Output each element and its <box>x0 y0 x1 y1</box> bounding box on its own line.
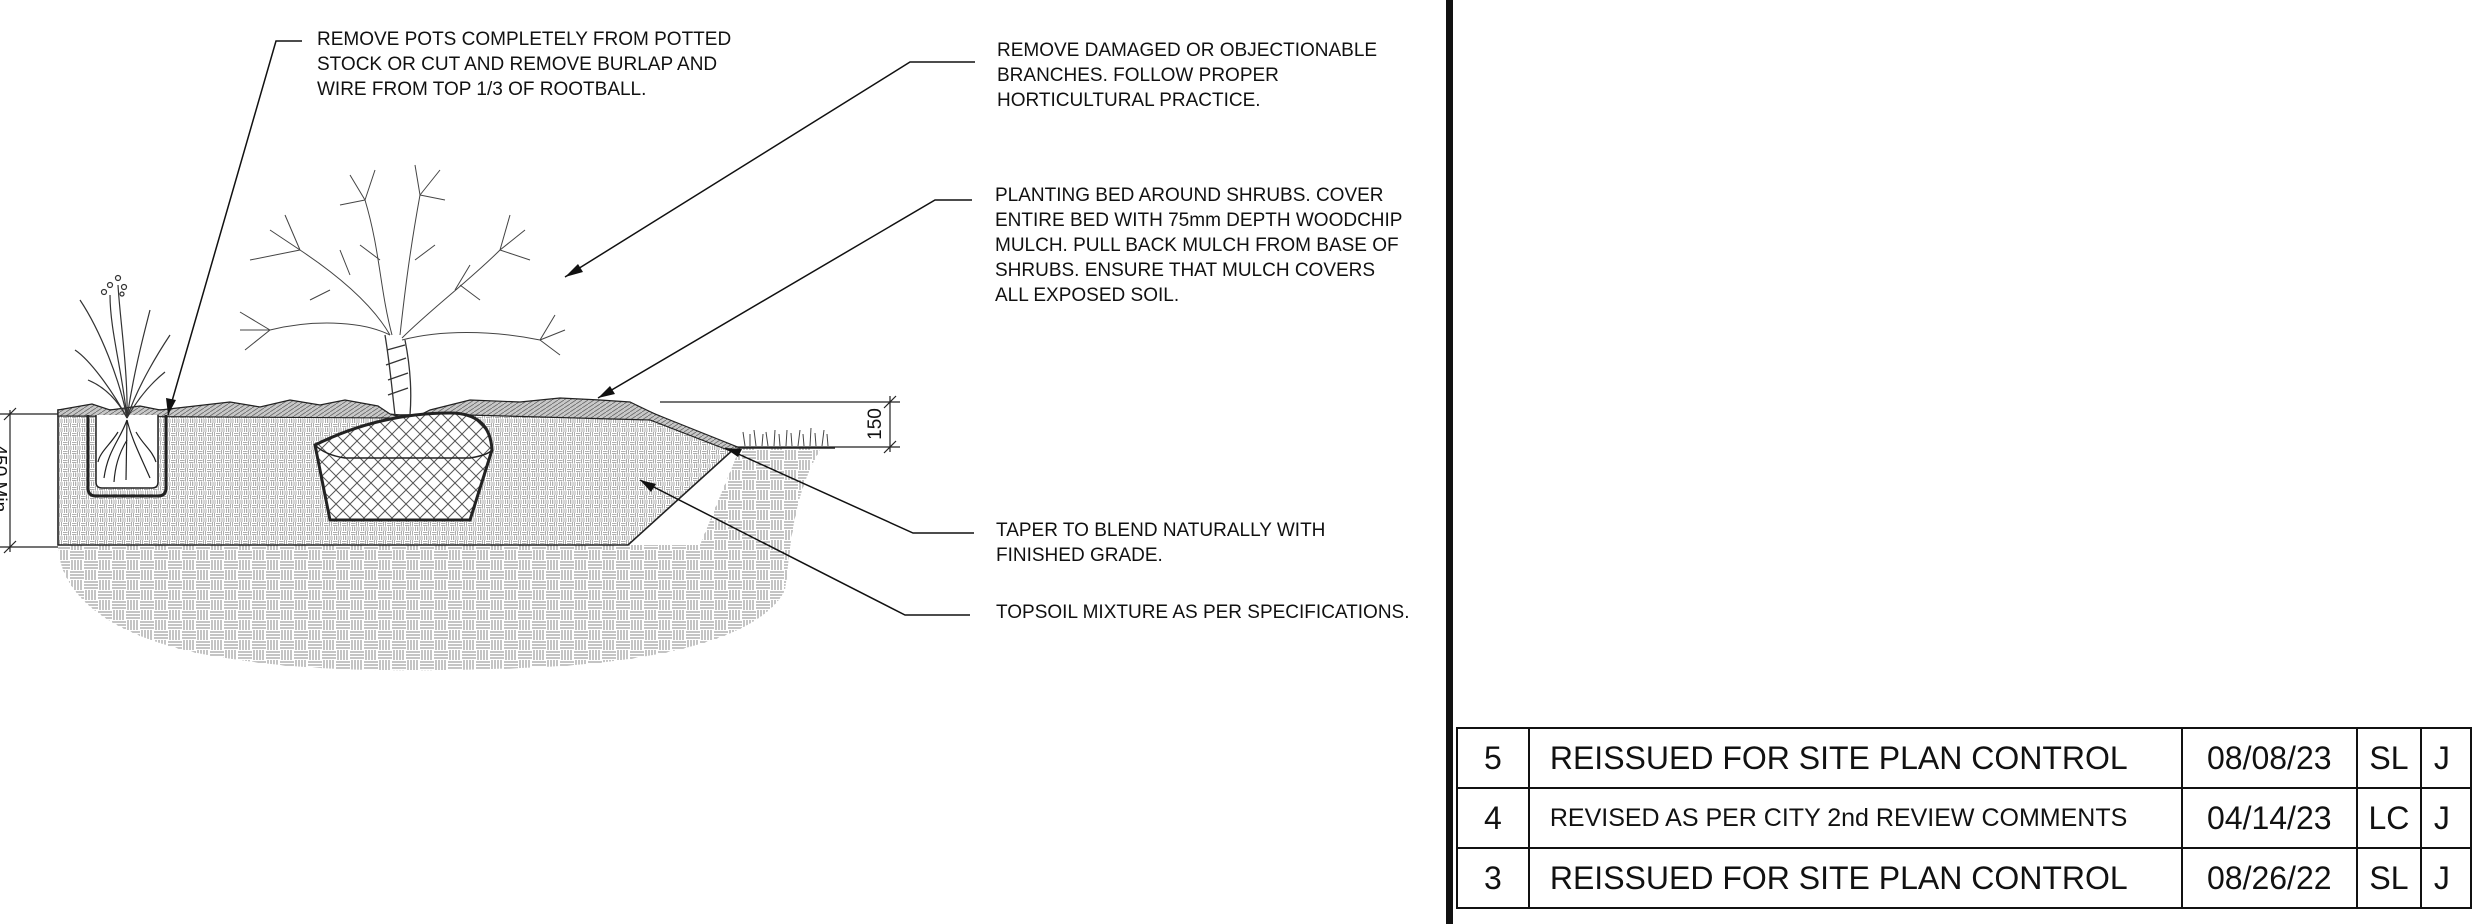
title-block-border <box>1446 0 1453 924</box>
rootball <box>313 411 494 522</box>
note-topsoil: TOPSOIL MIXTURE AS PER SPECIFICATIONS. <box>996 602 1410 623</box>
table-row: 4 REVISED AS PER CITY 2nd REVIEW COMMENT… <box>1456 787 2472 849</box>
mulch-depth-dimension <box>660 395 900 454</box>
revision-date: 08/08/23 <box>2180 727 2358 789</box>
perennial-plant-icon <box>74 274 171 419</box>
revision-description: REISSUED FOR SITE PLAN CONTROL <box>1527 727 2183 789</box>
roots-icon <box>97 419 157 483</box>
bed-depth-dimension <box>0 407 58 554</box>
revision-by: SL <box>2355 727 2422 789</box>
subgrade-soil <box>58 448 820 671</box>
revision-checked: J <box>2419 727 2472 789</box>
revision-date: 04/14/23 <box>2180 787 2358 849</box>
leader-arrowheads <box>166 264 742 492</box>
mulch-depth-label: 150 <box>864 408 886 440</box>
revision-number: 3 <box>1456 847 1530 909</box>
revision-by: LC <box>2355 787 2422 849</box>
table-row: 3 REISSUED FOR SITE PLAN CONTROL 08/26/2… <box>1456 847 2472 909</box>
revision-date: 08/26/22 <box>2180 847 2358 909</box>
leader-lines <box>167 40 975 616</box>
grass-icon <box>742 427 829 447</box>
revision-checked: J <box>2419 847 2472 909</box>
revision-number: 4 <box>1456 787 1530 849</box>
mulch-layer <box>57 397 742 453</box>
planting-detail-drawing <box>0 40 975 671</box>
revision-description: REVISED AS PER CITY 2nd REVIEW COMMENTS <box>1527 787 2183 849</box>
revision-by: SL <box>2355 847 2422 909</box>
revision-table: 5 REISSUED FOR SITE PLAN CONTROL 08/08/2… <box>1456 727 2472 909</box>
shrub-trunk-icon <box>384 334 412 416</box>
table-row: 5 REISSUED FOR SITE PLAN CONTROL 08/08/2… <box>1456 727 2472 789</box>
revision-number: 5 <box>1456 727 1530 789</box>
revision-checked: J <box>2419 787 2472 849</box>
shrub-branches-icon <box>239 164 566 356</box>
bed-depth-label: 450 Min. <box>0 444 10 518</box>
potted-plant-pot <box>86 415 168 498</box>
revision-description: REISSUED FOR SITE PLAN CONTROL <box>1527 847 2183 909</box>
